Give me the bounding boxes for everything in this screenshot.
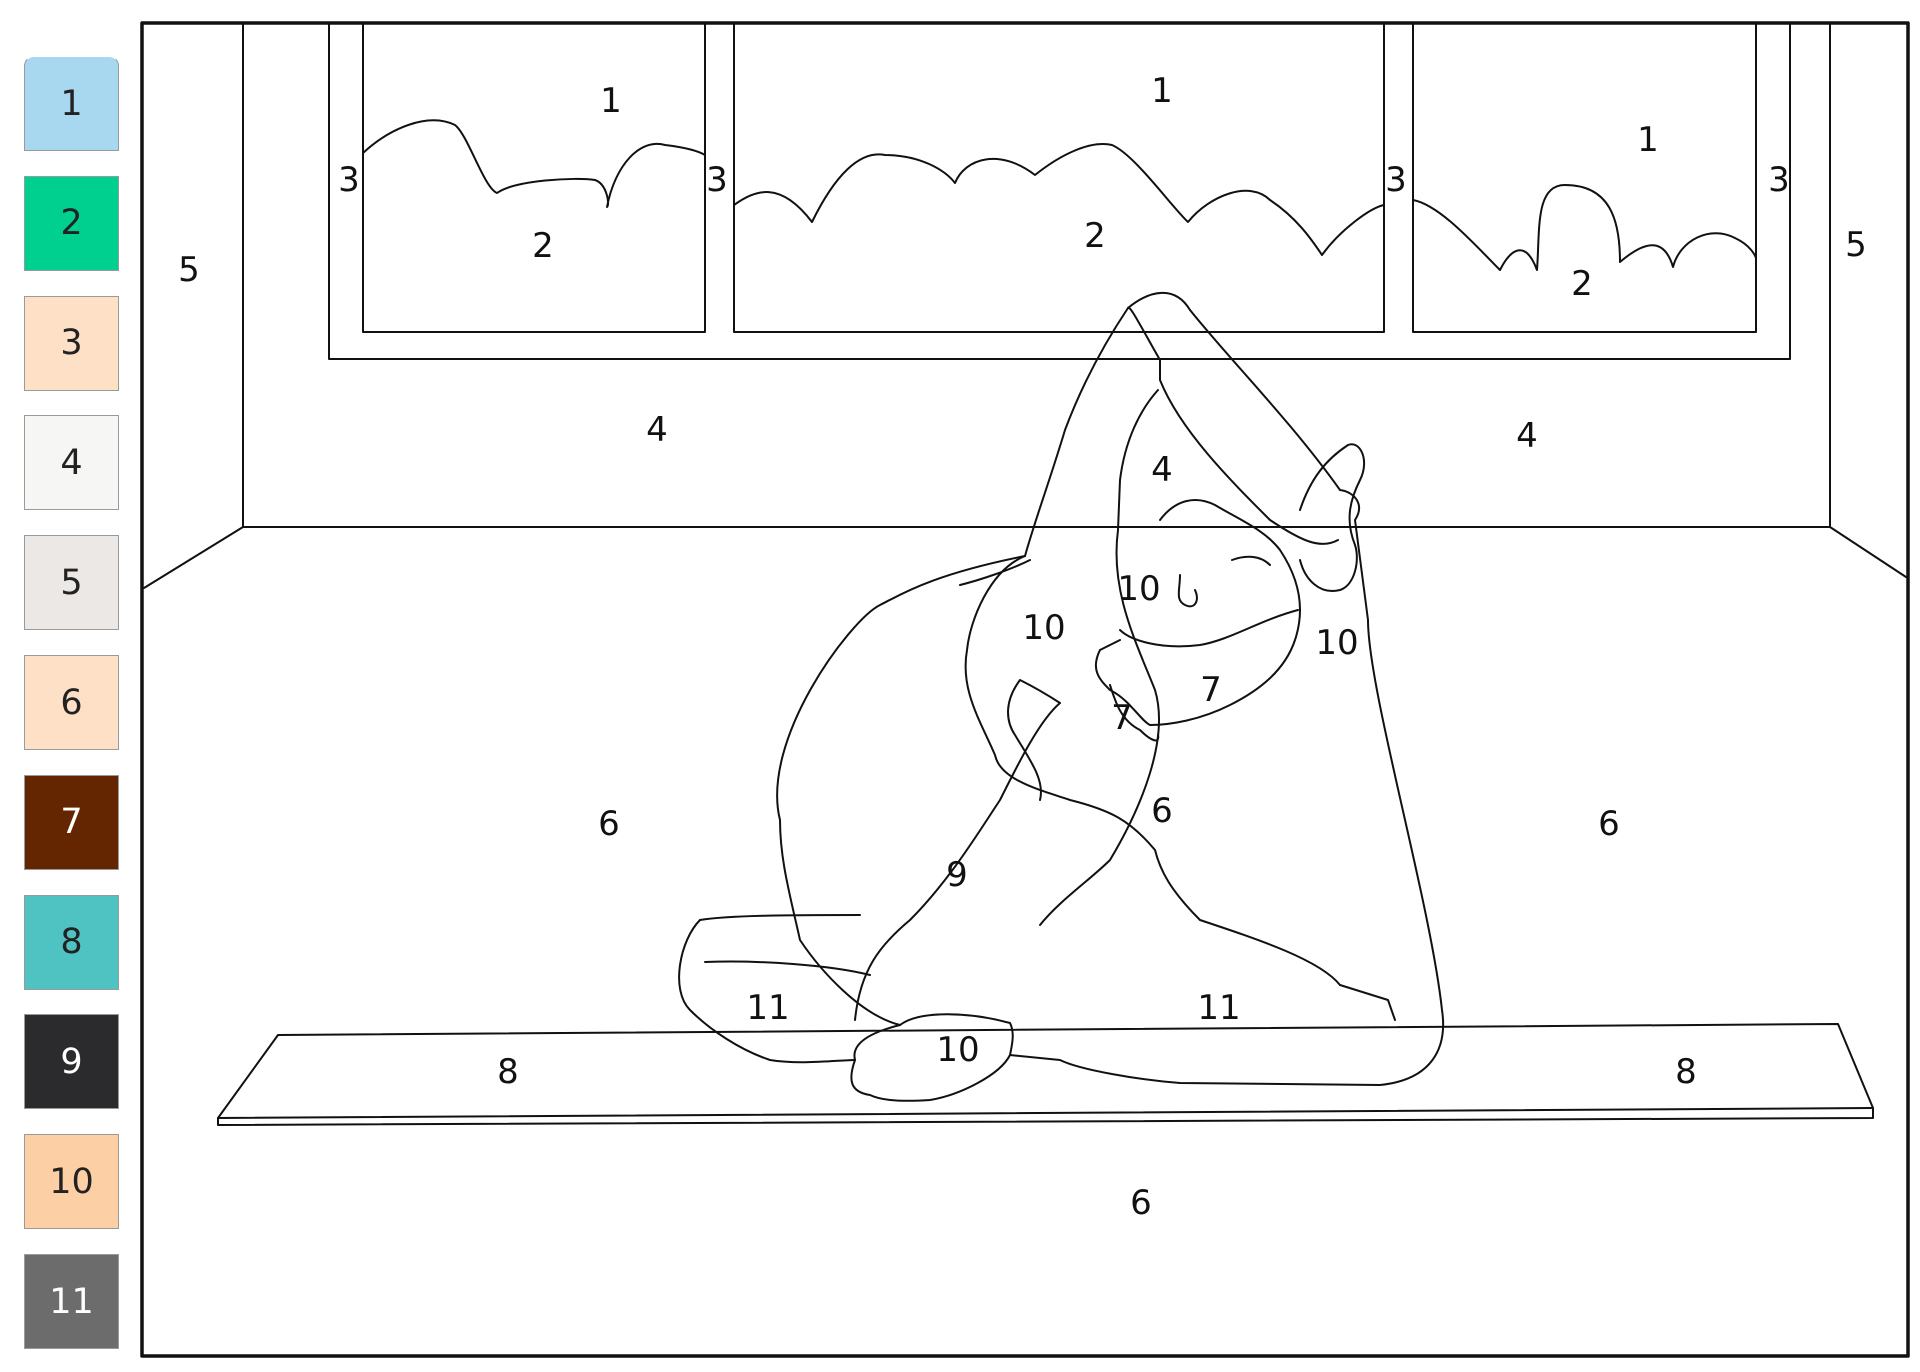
hill-lines (362, 119, 1757, 271)
region-side-wall-left[interactable]: 5 (178, 250, 200, 290)
region-frame-a[interactable]: 3 (338, 160, 360, 200)
region-mat-right[interactable]: 8 (1675, 1052, 1697, 1092)
region-floor-bottom[interactable]: 6 (1130, 1183, 1152, 1223)
region-skin-face[interactable]: 10 (1117, 569, 1160, 609)
region-hills-right[interactable]: 2 (1571, 264, 1593, 304)
region-wall-neck[interactable]: 4 (1151, 450, 1173, 490)
palette-swatch-3[interactable]: 3 (24, 295, 119, 391)
region-hills-left[interactable]: 2 (532, 226, 554, 266)
canvas-border (140, 21, 1910, 1358)
palette-swatch-9[interactable]: 9 (24, 1014, 119, 1110)
region-body-clothing[interactable]: 9 (946, 855, 968, 895)
region-sky-left[interactable]: 1 (600, 81, 622, 121)
region-wall-right[interactable]: 4 (1516, 416, 1538, 456)
palette-swatch-1[interactable]: 1 (24, 56, 119, 151)
room-lines (143, 22, 1907, 589)
region-legs-left[interactable]: 11 (746, 988, 789, 1028)
region-frame-b[interactable]: 3 (706, 160, 728, 200)
palette-swatch-4[interactable]: 4 (24, 415, 119, 511)
color-palette: 1 2 3 4 5 6 7 8 9 10 11 (0, 0, 140, 1372)
region-sky-right[interactable]: 1 (1637, 120, 1659, 160)
region-hills-middle[interactable]: 2 (1084, 216, 1106, 256)
region-skin-foot[interactable]: 10 (936, 1030, 979, 1070)
region-mat-left[interactable]: 8 (497, 1052, 519, 1092)
yoga-mat (217, 1023, 1874, 1126)
window-frame (328, 22, 1791, 360)
region-hair-main[interactable]: 7 (1200, 670, 1222, 710)
palette-swatch-7[interactable]: 7 (24, 774, 119, 870)
region-floor-right[interactable]: 6 (1598, 804, 1620, 844)
region-frame-c[interactable]: 3 (1385, 160, 1407, 200)
region-wall-left[interactable]: 4 (646, 410, 668, 450)
palette-swatch-10[interactable]: 10 (24, 1134, 119, 1230)
region-skin-arm[interactable]: 10 (1022, 608, 1065, 648)
region-frame-d[interactable]: 3 (1768, 160, 1790, 200)
palette-swatch-5[interactable]: 5 (24, 535, 119, 631)
figure-lines (678, 291, 1444, 1102)
region-hair-small[interactable]: 7 (1111, 698, 1133, 738)
region-side-wall-right[interactable]: 5 (1845, 225, 1867, 265)
palette-swatch-2[interactable]: 2 (24, 175, 119, 271)
region-floor-left[interactable]: 6 (598, 804, 620, 844)
palette-swatch-6[interactable]: 6 (24, 655, 119, 750)
region-legs-right[interactable]: 11 (1197, 988, 1240, 1028)
palette-swatch-11[interactable]: 11 (24, 1254, 119, 1349)
region-skin-hand[interactable]: 10 (1315, 623, 1358, 663)
palette-swatch-8[interactable]: 8 (24, 894, 119, 990)
region-body-top[interactable]: 6 (1151, 791, 1173, 831)
region-sky-middle[interactable]: 1 (1151, 71, 1173, 111)
